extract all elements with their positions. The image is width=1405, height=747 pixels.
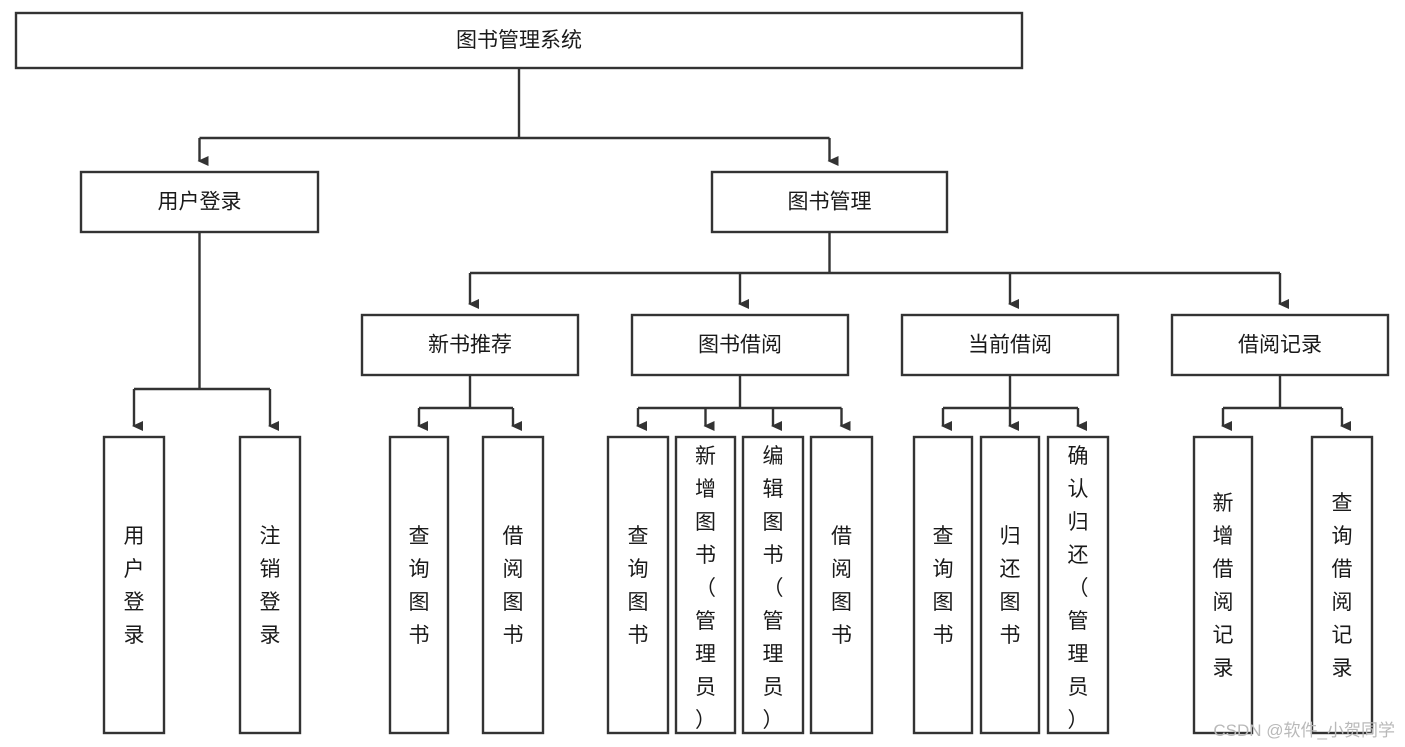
watermark-label: CSDN @软件_小贺同学 <box>1213 721 1395 740</box>
node-leaf-borrow-book[interactable]: 借阅图书 <box>809 435 874 735</box>
node-label-book-borrow: 图书借阅 <box>698 334 782 357</box>
node-user-login[interactable]: 用户登录 <box>79 170 320 234</box>
connectors-layer <box>132 68 1351 431</box>
node-label-leaf-return-book: 归还图书 <box>1000 525 1021 647</box>
node-book-borrow[interactable]: 图书借阅 <box>630 313 850 377</box>
node-label-user-login: 用户登录 <box>158 191 242 214</box>
node-leaf-confirm-return[interactable]: 确认归还（管理员） <box>1046 435 1110 735</box>
node-leaf-add-book[interactable]: 新增图书（管理员） <box>674 435 737 735</box>
node-box-leaf-user-login <box>102 435 166 735</box>
node-box-leaf-query-book-cur <box>912 435 974 735</box>
node-current-borrow[interactable]: 当前借阅 <box>900 313 1120 377</box>
node-label-book-manage: 图书管理 <box>788 191 872 214</box>
node-box-leaf-borrow-book <box>809 435 874 735</box>
node-box-borrow-record <box>1170 313 1390 377</box>
node-label-leaf-query-record: 查询借阅记录 <box>1332 492 1353 680</box>
node-root[interactable]: 图书管理系统 <box>14 11 1024 70</box>
node-borrow-record[interactable]: 借阅记录 <box>1170 313 1390 377</box>
node-label-borrow-record: 借阅记录 <box>1238 334 1322 357</box>
node-box-leaf-query-book-rec <box>388 435 450 735</box>
node-label-leaf-query-book-cur: 查询图书 <box>933 525 954 647</box>
node-label-leaf-query-book-rec: 查询图书 <box>409 525 430 647</box>
node-leaf-query-book-rec[interactable]: 查询图书 <box>388 435 450 735</box>
node-label-leaf-borrow-book-rec: 借阅图书 <box>503 525 524 647</box>
node-leaf-logout[interactable]: 注销登录 <box>238 435 302 735</box>
node-leaf-query-book-cur[interactable]: 查询图书 <box>912 435 974 735</box>
node-box-leaf-return-book <box>979 435 1041 735</box>
node-box-leaf-confirm-return <box>1046 435 1110 735</box>
node-label-leaf-query-book-borrow: 查询图书 <box>628 525 649 647</box>
node-box-root <box>14 11 1024 70</box>
node-box-leaf-borrow-book-rec <box>481 435 545 735</box>
node-label-leaf-user-login: 用户登录 <box>124 525 145 647</box>
node-label-leaf-add-record: 新增借阅记录 <box>1213 492 1234 680</box>
node-leaf-query-book-borrow[interactable]: 查询图书 <box>606 435 670 735</box>
node-box-user-login <box>79 170 320 234</box>
node-label-new-book-rec: 新书推荐 <box>428 334 512 357</box>
node-leaf-return-book[interactable]: 归还图书 <box>979 435 1041 735</box>
node-new-book-rec[interactable]: 新书推荐 <box>360 313 580 377</box>
node-box-leaf-logout <box>238 435 302 735</box>
node-box-leaf-query-record <box>1310 435 1374 735</box>
node-label-leaf-confirm-return: 确认归还（管理员） <box>1068 445 1089 732</box>
nodes-layer: 图书管理系统用户登录图书管理新书推荐图书借阅当前借阅借阅记录用户登录注销登录查询… <box>14 11 1390 735</box>
node-box-book-borrow <box>630 313 850 377</box>
node-book-manage[interactable]: 图书管理 <box>710 170 949 234</box>
node-box-leaf-add-book <box>674 435 737 735</box>
node-label-root: 图书管理系统 <box>456 29 582 52</box>
node-box-current-borrow <box>900 313 1120 377</box>
node-label-current-borrow: 当前借阅 <box>968 334 1052 357</box>
node-leaf-borrow-book-rec[interactable]: 借阅图书 <box>481 435 545 735</box>
node-leaf-user-login[interactable]: 用户登录 <box>102 435 166 735</box>
node-box-leaf-edit-book <box>741 435 805 735</box>
node-box-leaf-add-record <box>1192 435 1254 735</box>
node-leaf-query-record[interactable]: 查询借阅记录 <box>1310 435 1374 735</box>
node-label-leaf-borrow-book: 借阅图书 <box>831 525 852 647</box>
node-label-leaf-logout: 注销登录 <box>260 525 281 647</box>
node-box-book-manage <box>710 170 949 234</box>
node-leaf-edit-book[interactable]: 编辑图书（管理员） <box>741 435 805 735</box>
node-leaf-add-record[interactable]: 新增借阅记录 <box>1192 435 1254 735</box>
node-label-leaf-edit-book: 编辑图书（管理员） <box>763 445 784 732</box>
node-box-leaf-query-book-borrow <box>606 435 670 735</box>
node-label-leaf-add-book: 新增图书（管理员） <box>695 445 716 732</box>
node-box-new-book-rec <box>360 313 580 377</box>
